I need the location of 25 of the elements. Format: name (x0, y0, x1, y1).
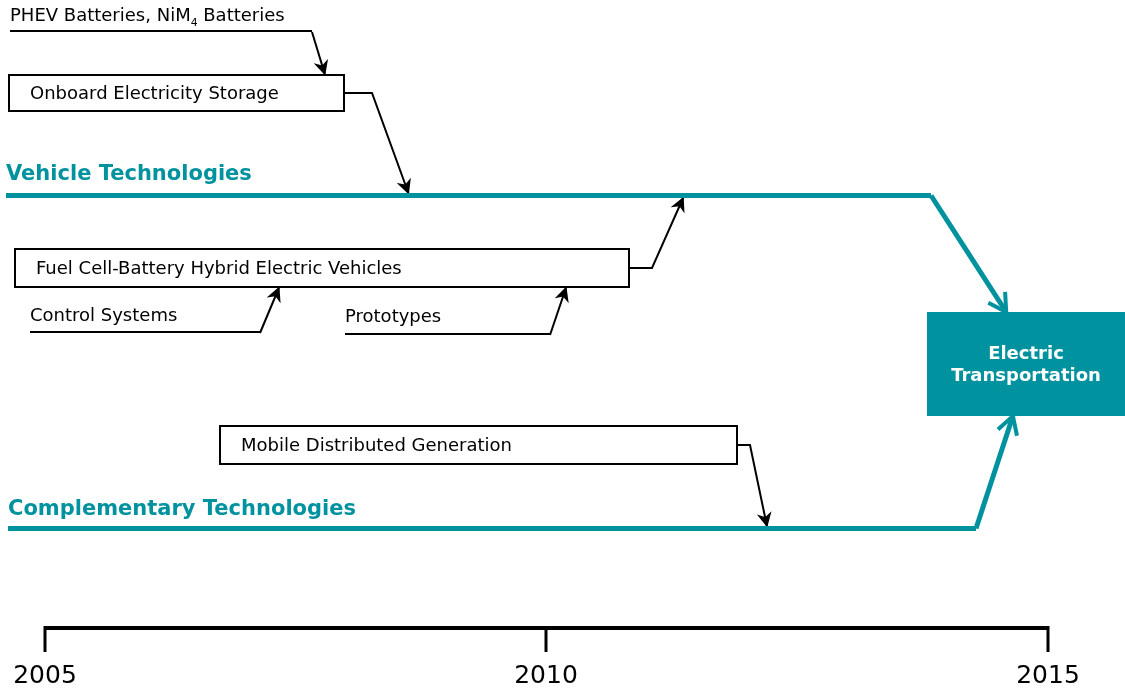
underlined-label (10, 4, 312, 32)
node-label: Complementary Technologies (8, 495, 356, 522)
arrow (629, 196, 685, 269)
node-label: Vehicle Technologies (6, 160, 252, 187)
node-label: Mobile Distributed Generation (241, 433, 512, 457)
node-label: Prototypes (345, 305, 442, 328)
year-label: 2005 (13, 660, 77, 689)
process-box (219, 425, 738, 465)
process-box (14, 248, 630, 288)
node-label: Control Systems (30, 304, 178, 327)
arrow (973, 414, 1019, 530)
arrow (928, 194, 1009, 314)
goal-box (927, 312, 1125, 416)
arrow (549, 286, 569, 336)
node-label: Onboard Electricity Storage (30, 81, 279, 105)
arrow (344, 92, 411, 195)
year-label: 2010 (514, 660, 578, 689)
node-label: PHEV Batteries, NiM$_{4}$ Batteries (10, 4, 285, 30)
process-box (8, 74, 345, 112)
arrow (737, 444, 772, 528)
arrow (311, 31, 329, 76)
arrow (259, 286, 281, 334)
node-label: Fuel Cell-Battery Hybrid Electric Vehicles (36, 256, 402, 280)
year-label: 2015 (1016, 660, 1080, 689)
node-label: Electric Transportation (950, 341, 1102, 387)
